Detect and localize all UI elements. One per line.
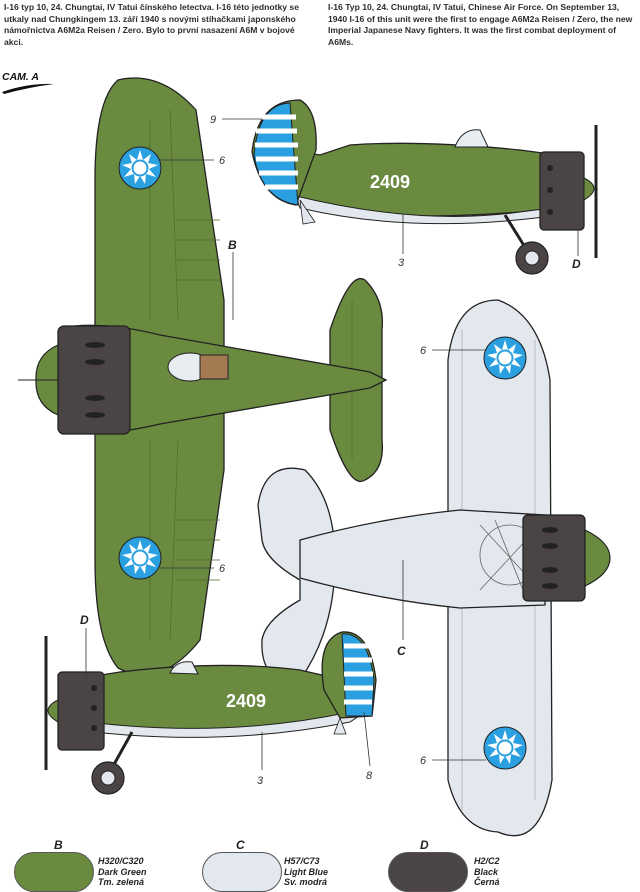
legend-swatch-dark-green — [14, 852, 94, 892]
callout-6-bottom-lower: 6 — [420, 755, 427, 767]
callout-9-right: 9 — [210, 114, 216, 126]
legend-name-en-d: Black — [474, 866, 499, 877]
top-view-aircraft — [18, 77, 388, 676]
legend-letter-c: C — [236, 838, 245, 852]
top-roundel-lower — [118, 536, 162, 580]
legend-text-black: H2/C2 Black Černá — [474, 856, 500, 888]
bottom-view-aircraft — [257, 299, 611, 837]
camo-label-swoosh — [2, 83, 54, 94]
legend-letter-d: D — [420, 838, 429, 852]
legend-name-cz-b: Tm. zelená — [98, 877, 145, 887]
legend-swatch-black — [388, 852, 468, 892]
legend-code-c: H57/C73 — [284, 856, 320, 866]
legend-text-light-blue: H57/C73 Light Blue Sv. modrá — [284, 856, 328, 888]
top-roundel-upper — [118, 146, 162, 190]
callout-6-bottom-upper: 6 — [420, 345, 427, 357]
bottom-roundel-upper — [483, 336, 527, 380]
callout-8-left: 8 — [366, 770, 373, 782]
bottom-roundel-lower — [483, 726, 527, 770]
legend-code-d: H2/C2 — [474, 856, 500, 866]
serial-number-right: 2409 — [370, 172, 410, 192]
callout-6-top-upper: 6 — [219, 155, 226, 167]
legend-name-en-b: Dark Green — [98, 866, 147, 877]
legend-name-cz-c: Sv. modrá — [284, 877, 328, 887]
legend-text-dark-green: H320/C320 Dark Green Tm. zelená — [98, 856, 147, 888]
left-profile-aircraft: 2409 — [44, 631, 377, 795]
callout-b-top: B — [228, 238, 237, 252]
serial-number-left: 2409 — [226, 691, 266, 711]
camo-scheme-label: CAM. A — [2, 71, 39, 83]
legend-code-b: H320/C320 — [98, 856, 144, 866]
callout-d-left: D — [80, 613, 89, 627]
callout-3-right: 3 — [398, 257, 405, 269]
legend-name-cz-d: Černá — [474, 877, 500, 887]
right-profile-aircraft: 2409 — [251, 99, 598, 275]
legend-name-en-c: Light Blue — [284, 866, 328, 877]
description-czech: I-16 typ 10, 24. Chungtai, IV Tatui číns… — [4, 2, 299, 47]
callout-6-top-lower: 6 — [219, 563, 226, 575]
callout-d-right: D — [572, 257, 581, 271]
legend-swatch-light-blue — [202, 852, 282, 892]
legend-letter-b: B — [54, 838, 63, 852]
callout-3-left: 3 — [257, 775, 264, 787]
description-english: I-16 Typ 10, 24. Chungtai, IV Tatui, Chi… — [328, 2, 633, 47]
callout-c-bottom: C — [397, 644, 406, 658]
